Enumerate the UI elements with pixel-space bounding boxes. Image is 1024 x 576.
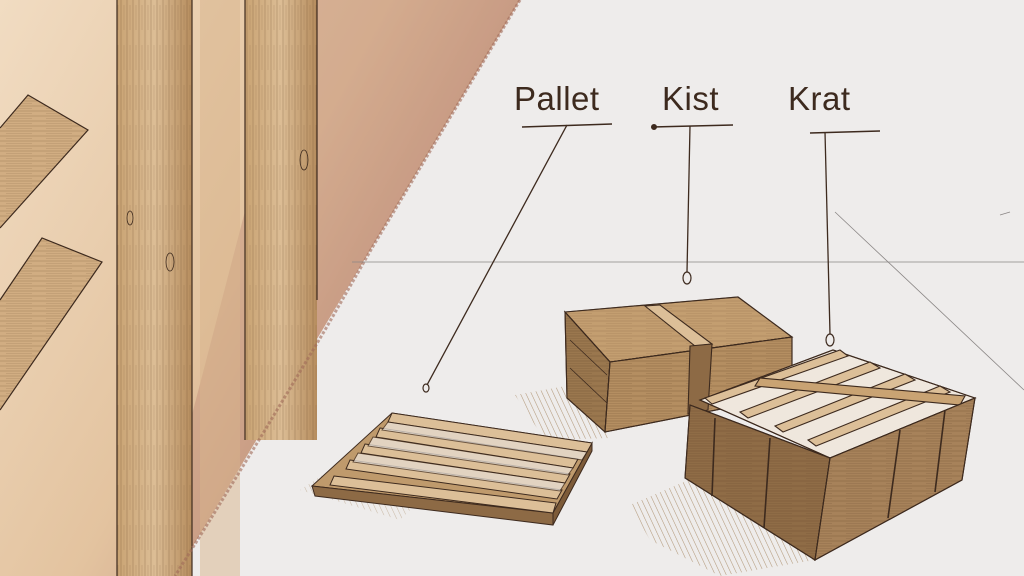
pallet-label: Pallet [514,80,600,117]
diagonal-plank-lower [0,237,103,411]
vertical-plank-right [244,0,318,440]
perspective-lines [352,211,1024,391]
krat-label: Krat [788,80,851,117]
vertical-plank-left [116,0,193,576]
krat-leader-line [809,130,881,347]
pallet-leader-line [422,123,613,393]
diagonal-plank-upper [0,94,89,229]
kist-label: Kist [662,80,720,117]
kist-leader-line [651,124,734,285]
krat-illustration [684,349,977,562]
pallet-illustration [310,412,593,526]
kist-illustration [563,296,794,434]
wall-panel [0,0,522,576]
